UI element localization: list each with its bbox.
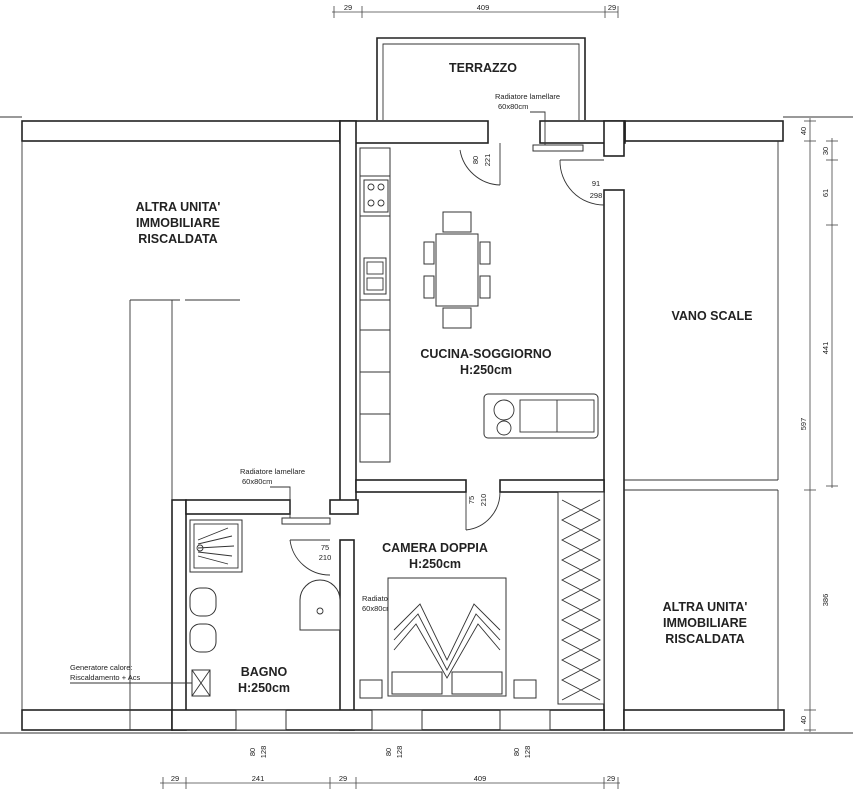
note-generatore-2: Riscaldamento + Acs (70, 673, 140, 682)
room-height-bagno: H:250cm (238, 681, 290, 695)
bottom-dimension: 29 241 29 409 29 (160, 774, 620, 789)
dim-win-camera1-h: 128 (395, 746, 404, 759)
room-label-altra-right-3: RISCALDATA (665, 632, 744, 646)
top-dimension: 29 409 29 (332, 3, 619, 18)
washbasin-icon (299, 579, 341, 631)
room-label-altra-left-2: IMMOBILIARE (136, 216, 220, 230)
dim-right-6: 386 (821, 594, 830, 607)
right-dimension: 40 30 61 441 597 386 40 (799, 118, 838, 732)
kitchen-counter (359, 147, 391, 463)
room-label-bagno: BAGNO (241, 665, 288, 679)
dim-win-bath-h: 128 (259, 746, 268, 759)
radiator-icon (281, 517, 331, 525)
dim-win-bath-w: 80 (248, 748, 257, 756)
sofa-icon (483, 393, 599, 439)
doors: 80 221 91 298 75 210 75 210 (289, 143, 605, 576)
dim-door-living-h: 210 (479, 494, 488, 507)
dim-door-bath-h: 210 (319, 553, 332, 562)
windows: 80 128 80 128 80 128 (235, 709, 551, 759)
dim-bottom-2: 241 (252, 774, 265, 783)
dim-door-terrace-h: 221 (483, 154, 492, 167)
dim-right-5: 597 (799, 418, 808, 431)
dim-door-living-w: 75 (467, 496, 476, 504)
dim-right-2: 30 (821, 147, 830, 155)
building-walls (0, 116, 853, 734)
room-label-vano-scale: VANO SCALE (671, 309, 752, 323)
room-label-altra-right-2: IMMOBILIARE (663, 616, 747, 630)
room-height-camera: H:250cm (409, 557, 461, 571)
dim-win-camera2-w: 80 (512, 748, 521, 756)
dim-win-camera1-w: 80 (384, 748, 393, 756)
sink-icon (363, 257, 387, 295)
note-radiatore-bagno-1: Radiatore lamellare (240, 467, 305, 476)
dim-top-3: 29 (608, 3, 616, 12)
bathroom-fixtures: Generatore calore: Riscaldamento + Acs (70, 519, 341, 697)
dim-door-bath-w: 75 (321, 543, 329, 552)
dining-table-icon (423, 211, 491, 329)
wardrobe-icon (557, 491, 605, 705)
room-label-altra-left-3: RISCALDATA (138, 232, 217, 246)
toilet-icon (189, 623, 217, 653)
dim-right-3: 61 (821, 189, 830, 197)
note-radiatore-camera-2: 60x80cm (362, 604, 392, 613)
dim-top-2: 409 (477, 3, 490, 12)
room-labels: ALTRA UNITA' IMMOBILIARE RISCALDATA VANO… (136, 200, 753, 695)
dim-bottom-1: 29 (171, 774, 179, 783)
room-label-altra-left-1: ALTRA UNITA' (136, 200, 221, 214)
dim-right-1: 40 (799, 127, 808, 135)
dim-bottom-5: 29 (607, 774, 615, 783)
note-radiatore-terrazzo-1: Radiatore lamellare (495, 92, 560, 101)
room-height-cucina: H:250cm (460, 363, 512, 377)
dim-right-4: 441 (821, 342, 830, 355)
dim-right-7: 40 (799, 716, 808, 724)
note-radiatore-bagno-2: 60x80cm (242, 477, 272, 486)
dim-door-right-w: 91 (592, 179, 600, 188)
dim-win-camera2-h: 128 (523, 746, 532, 759)
note-radiatore-terrazzo-2: 60x80cm (498, 102, 528, 111)
dim-bottom-4: 409 (474, 774, 487, 783)
room-label-altra-right-1: ALTRA UNITA' (663, 600, 748, 614)
dim-door-terrace-w: 80 (471, 156, 480, 164)
room-label-cucina: CUCINA-SOGGIORNO (420, 347, 552, 361)
dim-door-right-h: 298 (590, 191, 603, 200)
room-label-camera: CAMERA DOPPIA (382, 541, 488, 555)
cooktop-icon (363, 179, 389, 213)
radiator-icon (532, 144, 584, 152)
dim-bottom-3: 29 (339, 774, 347, 783)
double-bed-icon (359, 577, 537, 699)
note-generatore-1: Generatore calore: (70, 663, 133, 672)
dim-top-1: 29 (344, 3, 352, 12)
terrace: TERRAZZO (376, 37, 586, 120)
bidet-icon (189, 587, 217, 617)
room-label-terrazzo: TERRAZZO (449, 61, 517, 75)
